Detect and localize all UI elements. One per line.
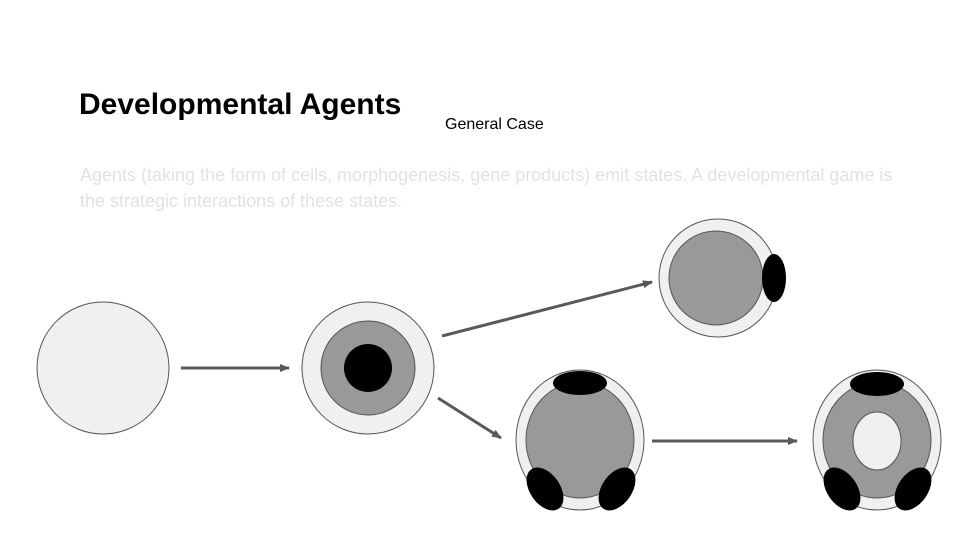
cell-with-three-markers-and-core (812, 369, 942, 511)
slide-description: Agents (taking the form of cells, morpho… (80, 165, 893, 211)
cell-with-nucleus (301, 301, 435, 435)
cell-with-three-markers (515, 369, 645, 511)
arrow-cell2-to-cell4 (437, 396, 502, 440)
slide-title: Developmental Agents (79, 88, 402, 121)
cell-with-side-marker (658, 218, 786, 338)
slide-subtitle: General Case (445, 116, 544, 133)
arrow-cell2-to-cell3 (441, 280, 653, 338)
cell-undifferentiated (36, 301, 170, 435)
